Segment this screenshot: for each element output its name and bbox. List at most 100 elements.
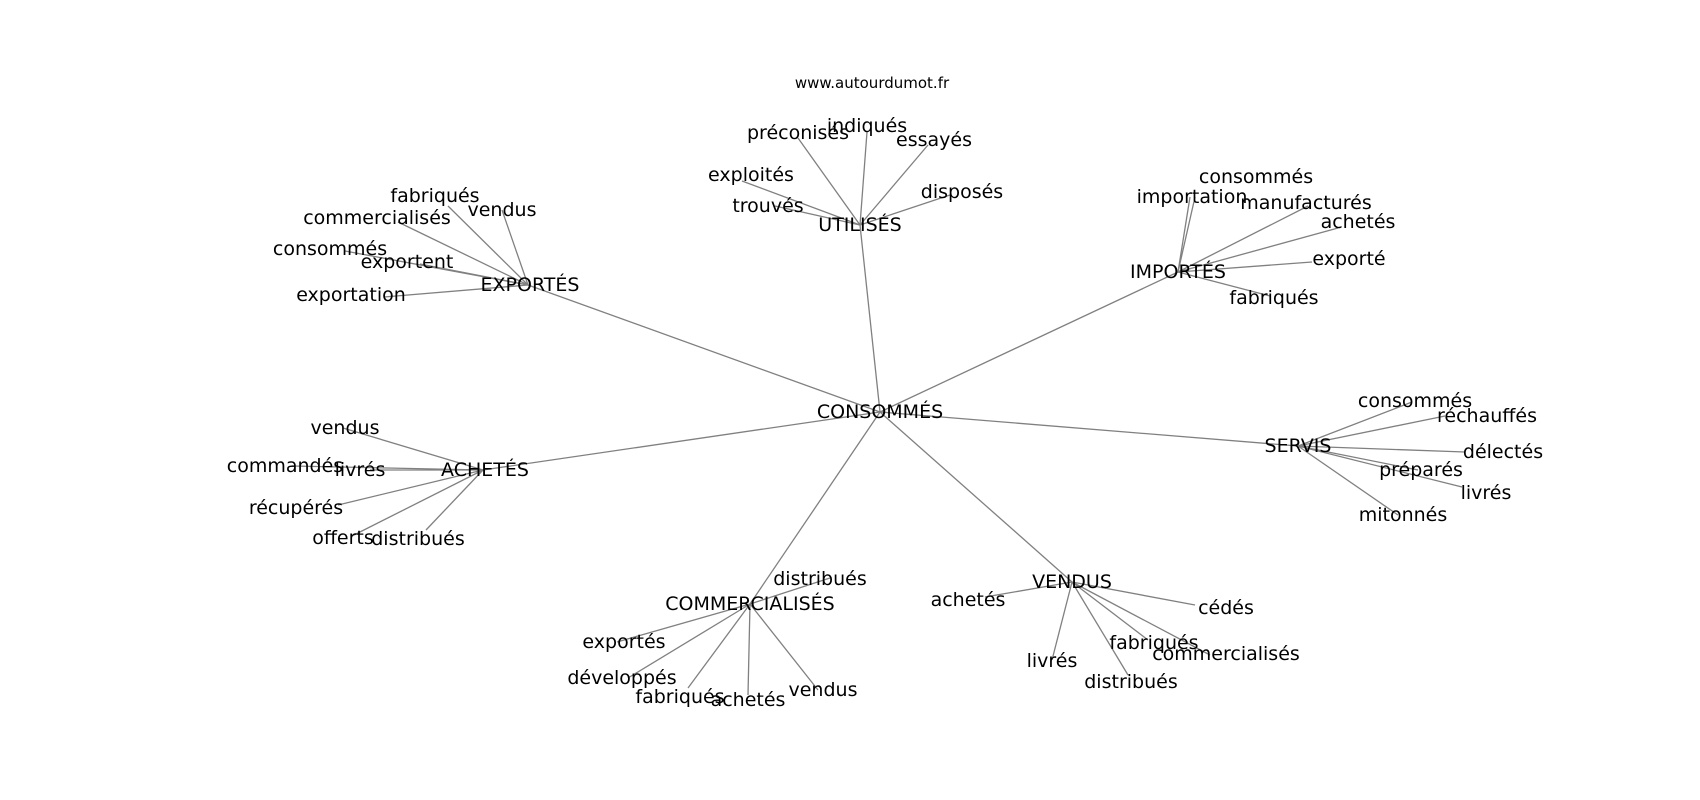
- edge-center-to-hub: [482, 411, 881, 471]
- leaf-node-label: préconisés: [747, 122, 849, 144]
- leaf-node-label: vendus: [789, 679, 858, 701]
- edge-hub-to-leaf: [1071, 581, 1129, 676]
- edge-hub-to-leaf: [1177, 196, 1196, 273]
- edge-hub-to-leaf: [797, 137, 861, 226]
- leaf-node-label: consommés: [273, 238, 387, 260]
- edge-hub-to-leaf: [1297, 401, 1413, 447]
- edge-hub-to-leaf: [425, 469, 484, 531]
- edge-hub-to-leaf: [1297, 415, 1446, 447]
- leaf-node-label: essayés: [896, 129, 972, 151]
- leaf-node-label: manufacturés: [1240, 192, 1372, 214]
- leaf-node-label: livrés: [335, 459, 386, 481]
- leaf-node-label: disposés: [921, 181, 1003, 203]
- leaf-node-label: consommés: [1199, 166, 1313, 188]
- hub-node-label: IMPORTÉS: [1130, 260, 1226, 283]
- graph-labels: www.autourdumot.fr CONSOMMÉS UTILISÉS préc…: [227, 74, 1543, 711]
- leaf-node-label: récupérés: [249, 497, 343, 519]
- edge-hub-to-leaf: [687, 603, 751, 689]
- edge-center-to-hub: [527, 284, 881, 413]
- edge-center-to-hub: [879, 411, 1073, 583]
- edge-hub-to-leaf: [627, 603, 751, 679]
- leaf-node-label: exportent: [361, 251, 454, 273]
- edge-center-to-hub: [859, 224, 881, 413]
- edge-hub-to-leaf: [859, 144, 929, 226]
- edge-hub-to-leaf: [616, 603, 751, 643]
- leaf-node-label: préparés: [1379, 459, 1463, 481]
- edge-hub-to-leaf: [1177, 271, 1271, 297]
- leaf-node-label: vendus: [468, 199, 537, 221]
- edge-center-to-hub: [879, 411, 1299, 447]
- edge-hub-to-leaf: [1071, 581, 1196, 606]
- graph-edges: [291, 131, 1466, 696]
- leaf-node-label: importation: [1137, 186, 1248, 208]
- edge-hub-to-leaf: [1177, 196, 1191, 273]
- edge-hub-to-leaf: [291, 465, 484, 471]
- leaf-node-label: livrés: [1461, 482, 1512, 504]
- edge-hub-to-leaf: [351, 469, 484, 537]
- edge-hub-to-leaf: [1177, 261, 1313, 273]
- edge-hub-to-leaf: [337, 469, 484, 506]
- leaf-node-label: distribués: [773, 568, 866, 590]
- leaf-node-label: fabriqués: [1109, 632, 1198, 654]
- edge-hub-to-leaf: [1177, 227, 1339, 273]
- edge-hub-to-leaf: [447, 205, 529, 286]
- edge-hub-to-leaf: [859, 194, 951, 226]
- edge-hub-to-leaf: [1297, 445, 1399, 516]
- hub-node-label: VENDUS: [1032, 571, 1112, 593]
- leaf-node-label: exploités: [708, 164, 794, 186]
- leaf-node-label: commercialisés: [1152, 643, 1300, 665]
- leaf-node-label: distribués: [371, 528, 464, 550]
- edge-hub-to-leaf: [749, 603, 819, 691]
- leaf-node-label: réchauffés: [1437, 405, 1537, 427]
- leaf-node-label: distribués: [1084, 671, 1177, 693]
- edge-hub-to-leaf: [1297, 445, 1466, 453]
- edge-hub-to-leaf: [747, 603, 751, 696]
- watermark-text: www.autourdumot.fr: [795, 74, 950, 92]
- leaf-node-label: achetés: [931, 589, 1006, 611]
- center-node-label: CONSOMMÉS: [817, 400, 943, 423]
- leaf-node-label: délectés: [1463, 441, 1543, 463]
- hub-node-label: COMMERCIALISÉS: [665, 592, 834, 615]
- edge-hub-to-leaf: [741, 180, 861, 226]
- leaf-node-label: commandés: [227, 455, 343, 477]
- edge-hub-to-leaf: [1177, 205, 1309, 273]
- edge-hub-to-leaf: [383, 284, 529, 298]
- edge-hub-to-leaf: [1297, 445, 1419, 471]
- edge-hub-to-leaf: [501, 209, 529, 286]
- leaf-node-label: fabriqués: [390, 185, 479, 207]
- edge-hub-to-leaf: [984, 581, 1073, 598]
- leaf-node-label: livrés: [1027, 650, 1078, 672]
- edge-hub-to-leaf: [1071, 581, 1211, 656]
- hub-node-label: ACHETÉS: [441, 458, 529, 481]
- edge-center-to-hub: [879, 271, 1179, 413]
- leaf-node-label: mitonnés: [1359, 504, 1448, 526]
- leaf-node-label: consommés: [1358, 390, 1472, 412]
- leaf-node-label: indiqués: [827, 115, 907, 137]
- edge-hub-to-leaf: [397, 221, 529, 286]
- leaf-node-label: fabriqués: [635, 686, 724, 708]
- hub-node-label: UTILISÉS: [818, 213, 901, 236]
- edge-hub-to-leaf: [342, 427, 484, 471]
- leaf-node-label: développés: [567, 667, 676, 689]
- edge-hub-to-leaf: [774, 205, 861, 226]
- leaf-node-label: exportés: [582, 631, 665, 653]
- leaf-node-label: commercialisés: [303, 207, 451, 229]
- hub-node-label: SERVIS: [1265, 435, 1332, 457]
- leaf-node-label: cédés: [1198, 597, 1254, 619]
- leaf-node-label: trouvés: [732, 195, 803, 217]
- edge-hub-to-leaf: [859, 131, 868, 226]
- leaf-node-label: achetés: [711, 689, 786, 711]
- leaf-node-label: vendus: [311, 417, 380, 439]
- hub-node-label: EXPORTÉS: [481, 273, 580, 296]
- edge-hub-to-leaf: [419, 263, 529, 286]
- leaf-node-label: offerts: [312, 527, 374, 549]
- edge-hub-to-leaf: [749, 577, 831, 605]
- edge-hub-to-leaf: [1297, 445, 1463, 488]
- edge-hub-to-leaf: [1071, 581, 1149, 641]
- edge-center-to-hub: [749, 411, 881, 605]
- leaf-node-label: achetés: [1321, 211, 1396, 233]
- leaf-node-label: fabriqués: [1229, 287, 1318, 309]
- leaf-node-label: exporté: [1312, 248, 1385, 270]
- leaf-node-label: exportation: [296, 284, 406, 306]
